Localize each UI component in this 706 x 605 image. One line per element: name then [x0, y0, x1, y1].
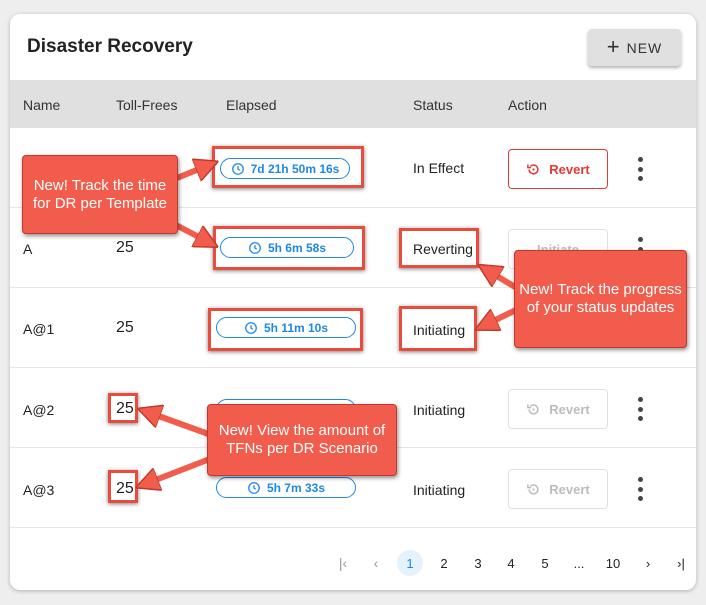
page-4-button[interactable]: 4	[507, 555, 515, 571]
page-3-button[interactable]: 3	[474, 555, 482, 571]
toll-frees-count: 25	[116, 239, 134, 256]
previous-page-button[interactable]: ‹	[373, 555, 379, 571]
elapsed-chip: 5h 6m 58s	[220, 237, 354, 258]
callout-status: New! Track the progress of your status u…	[514, 250, 687, 348]
status-text: In Effect	[413, 160, 465, 176]
row-name: A	[23, 241, 33, 257]
elapsed-chip: 5h 7m 33s	[216, 477, 356, 498]
elapsed-chip: 5h 11m 10s	[216, 317, 356, 338]
table-row: 7d 21h 50m 16s In Effect Revert	[10, 128, 696, 208]
toll-frees-count: 25	[116, 400, 134, 417]
revert-button[interactable]: Revert	[508, 389, 608, 429]
next-page-button[interactable]: ›	[645, 555, 651, 571]
callout-elapsed: New! Track the time for DR per Template	[22, 155, 178, 234]
page-title: Disaster Recovery	[27, 36, 193, 57]
column-header-action[interactable]: Action	[508, 97, 547, 113]
page-5-button[interactable]: 5	[541, 555, 549, 571]
clock-icon	[249, 241, 261, 254]
new-button-label: NEW	[626, 39, 663, 56]
page-1-button[interactable]: 1	[397, 550, 423, 576]
pagination-ellipsis: ...	[573, 555, 585, 571]
toll-frees-count: 25	[116, 319, 134, 336]
revert-button[interactable]: Revert	[508, 149, 608, 189]
elapsed-chip: 7d 21h 50m 16s	[220, 158, 350, 179]
column-header-name[interactable]: Name	[23, 97, 61, 113]
revert-label: Revert	[549, 481, 590, 497]
revert-button[interactable]: Revert	[508, 469, 608, 509]
table-row: A@3 25 5h 7m 33s Initiating Revert	[10, 448, 696, 528]
more-options-icon[interactable]	[637, 157, 643, 181]
status-text: Reverting	[413, 241, 473, 257]
highlight-box-toll-frees	[108, 470, 138, 503]
status-text: Initiating	[413, 402, 466, 418]
highlight-box-toll-frees	[108, 393, 138, 423]
status-text: Initiating	[413, 482, 466, 498]
first-page-button[interactable]: |‹	[338, 555, 348, 571]
revert-icon	[527, 403, 539, 415]
revert-icon	[527, 163, 539, 175]
clock-icon	[245, 321, 257, 334]
table-row: A@1 25 5h 11m 10s Initiating	[10, 288, 696, 368]
highlight-box-elapsed	[208, 308, 363, 351]
elapsed-value: 7d 21h 50m 16s	[250, 161, 340, 176]
highlight-box-elapsed	[212, 146, 364, 188]
highlight-box-elapsed	[213, 226, 365, 270]
row-name: A@2	[23, 402, 55, 418]
more-options-icon[interactable]	[637, 477, 643, 501]
last-page-button[interactable]: ›|	[677, 555, 685, 571]
toll-frees-count: 25	[116, 480, 134, 497]
elapsed-value: 5h 11m 10s	[263, 320, 329, 335]
elapsed-value: 5h 6m 58s	[267, 240, 327, 255]
revert-label: Revert	[549, 161, 590, 177]
column-header-toll-frees[interactable]: Toll-Frees	[116, 97, 178, 113]
highlight-box-status	[399, 228, 479, 268]
elapsed-value: 5h 7m 33s	[266, 480, 326, 495]
revert-icon	[527, 483, 539, 495]
page-10-button[interactable]: 10	[605, 555, 621, 571]
table-row: A 25 5h 6m 58s Reverting Initiate	[10, 208, 696, 288]
callout-toll-frees: New! View the amount of TFNs per DR Scen…	[207, 404, 397, 476]
column-header-status[interactable]: Status	[413, 97, 453, 113]
revert-label: Revert	[549, 401, 590, 417]
more-options-icon[interactable]	[637, 397, 643, 421]
plus-icon: +	[606, 33, 621, 59]
page-2-button[interactable]: 2	[440, 555, 448, 571]
highlight-box-status	[399, 306, 477, 351]
new-button[interactable]: + NEW	[588, 29, 681, 66]
table-header: Name Toll-Frees Elapsed Status Action	[10, 80, 696, 128]
row-name: A@1	[23, 321, 55, 337]
clock-icon	[248, 481, 260, 494]
clock-icon	[231, 162, 244, 175]
status-text: Initiating	[413, 322, 466, 338]
row-name: A@3	[23, 482, 55, 498]
column-header-elapsed[interactable]: Elapsed	[226, 97, 277, 113]
